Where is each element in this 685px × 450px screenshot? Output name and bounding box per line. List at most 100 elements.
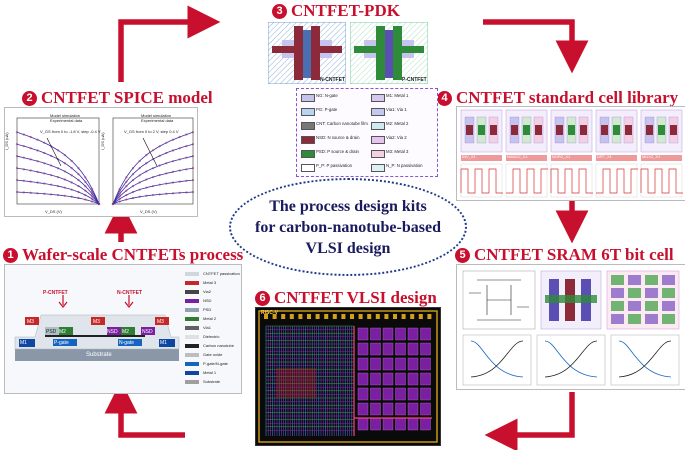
m2-block-left xyxy=(59,327,73,335)
spice-data-point xyxy=(138,159,141,163)
spice-data-point xyxy=(158,145,161,148)
io-pad xyxy=(332,314,337,319)
stack-legend-swatch xyxy=(185,325,199,330)
vlsi-memory-block xyxy=(357,327,369,341)
stack-legend-label: PSD xyxy=(203,307,212,312)
m3-block-mid xyxy=(91,317,105,325)
spice-data-point xyxy=(36,170,39,173)
stack-legend-swatch xyxy=(185,316,199,321)
process-nsd-far: NSD xyxy=(142,329,153,335)
spice-data-point xyxy=(77,196,80,200)
spice-data-point xyxy=(22,156,25,159)
stack-legend-item: NSD xyxy=(185,298,211,303)
spice-data-point xyxy=(125,189,128,192)
m3-block-left xyxy=(25,317,39,325)
spice-ylabel-right: I_DS (uA) xyxy=(100,132,105,150)
sram-butterfly-curve xyxy=(470,340,524,378)
spice-data-point xyxy=(50,154,53,157)
stack-legend-swatch xyxy=(185,280,199,285)
arrow-sram-to-vlsi xyxy=(484,392,575,450)
title-standard-cell-library: 4 CNTFET standard cell library xyxy=(437,88,678,108)
n-cntfet-pointer xyxy=(124,295,134,308)
spice-data-point xyxy=(171,160,175,163)
sram-array-cell xyxy=(628,314,641,324)
title-sram-bit-cell: 5 CNTFET SRAM 6T bit cell xyxy=(455,245,674,265)
sram-array-cell xyxy=(645,301,658,311)
stack-legend-item: Carbon nanotube xyxy=(185,343,234,348)
stdcell-diffusion xyxy=(466,125,473,135)
p-cntfet-pointer xyxy=(58,295,68,308)
step-number-3: 3 xyxy=(272,3,287,19)
spice-model-curve xyxy=(112,179,194,205)
vlsi-memory-block xyxy=(395,417,406,431)
spice-data-point xyxy=(36,160,39,163)
sram-array-cell xyxy=(611,301,624,311)
io-pad xyxy=(324,314,329,319)
spice-note-left: V_GS from 0 to -1.8 V, step -0.4 V xyxy=(40,129,101,134)
pdk-layer-label: NSD: N source & drain xyxy=(316,135,360,140)
pdk-layer-swatch xyxy=(371,94,385,102)
spice-data-point xyxy=(125,180,128,183)
spice-data-point xyxy=(165,162,168,165)
title-cntfet-pdk: 3 CNTFET-PDK xyxy=(272,1,400,21)
stack-legend-item: Via2 xyxy=(185,289,211,294)
stack-legend-item: P-gate/N-gate xyxy=(185,361,228,366)
vlsi-memory-block xyxy=(420,357,431,371)
spice-data-point xyxy=(178,147,181,150)
spice-data-point xyxy=(56,167,60,170)
spice-data-point xyxy=(171,149,175,152)
stdcell-diffusion xyxy=(625,125,632,135)
spice-xlabel-left: V_DS (V) xyxy=(45,209,62,214)
spice-model-curve xyxy=(112,131,194,205)
spice-legend-1b: Model simulation xyxy=(141,113,172,118)
stdcell-waveform xyxy=(460,168,503,194)
spice-data-point xyxy=(165,172,168,175)
spice-data-point xyxy=(70,181,73,184)
stdcell-panel xyxy=(456,106,685,201)
spice-data-point xyxy=(84,189,87,192)
spice-data-point xyxy=(36,192,39,195)
stack-legend-swatch xyxy=(185,289,199,294)
spice-data-point xyxy=(63,178,66,181)
vlsi-chip-layout xyxy=(258,310,438,443)
stack-legend-swatch xyxy=(185,298,199,303)
pdk-layer-label: M3: Metal 3 xyxy=(386,149,409,154)
vlsi-memory-block xyxy=(407,417,419,431)
vlsi-chip-label: RISC-V xyxy=(261,310,278,316)
spice-legend-2: Experimental data xyxy=(50,118,83,123)
arrow-vlsi-to-process xyxy=(104,380,185,438)
spice-data-point xyxy=(185,168,188,171)
process-m1-left: M1 xyxy=(20,340,27,346)
pdk-layer-label: CNT: Carbon nanotube film xyxy=(316,121,368,126)
stdcell-waveform xyxy=(506,168,548,194)
spice-data-point xyxy=(70,188,73,191)
io-pad xyxy=(367,314,372,319)
m2-block-right xyxy=(121,327,135,335)
vlsi-memory-block xyxy=(370,342,381,356)
spice-data-point xyxy=(171,192,175,195)
stdcell-name: INV_X1 xyxy=(462,154,476,159)
spice-data-point xyxy=(191,190,195,194)
vlsi-memory-block xyxy=(395,372,406,386)
vlsi-memory-block xyxy=(370,357,381,371)
vlsi-memory-block xyxy=(407,342,419,356)
spice-data-point xyxy=(84,194,87,197)
vlsi-memory-block xyxy=(395,342,406,356)
spice-data-point xyxy=(43,172,46,175)
spice-model-curve xyxy=(112,155,194,205)
spice-data-point xyxy=(29,158,32,161)
process-m2-right: M2 xyxy=(122,329,129,335)
sram-array-cell xyxy=(662,314,675,324)
spice-model-curve xyxy=(16,167,100,205)
m3-block-right xyxy=(155,317,169,325)
sram-butterfly-curve xyxy=(544,340,598,378)
stack-legend-label: Carbon nanotube xyxy=(203,343,234,348)
sram-array-cell xyxy=(611,288,624,298)
spice-data-point xyxy=(77,179,80,182)
stdcell-diffusion xyxy=(478,125,485,135)
stack-legend-item: Via1 xyxy=(185,325,211,330)
spice-data-point xyxy=(91,197,94,201)
stack-legend-swatch xyxy=(185,343,199,348)
spice-model-curve xyxy=(16,143,100,205)
sram-panel xyxy=(456,264,685,390)
